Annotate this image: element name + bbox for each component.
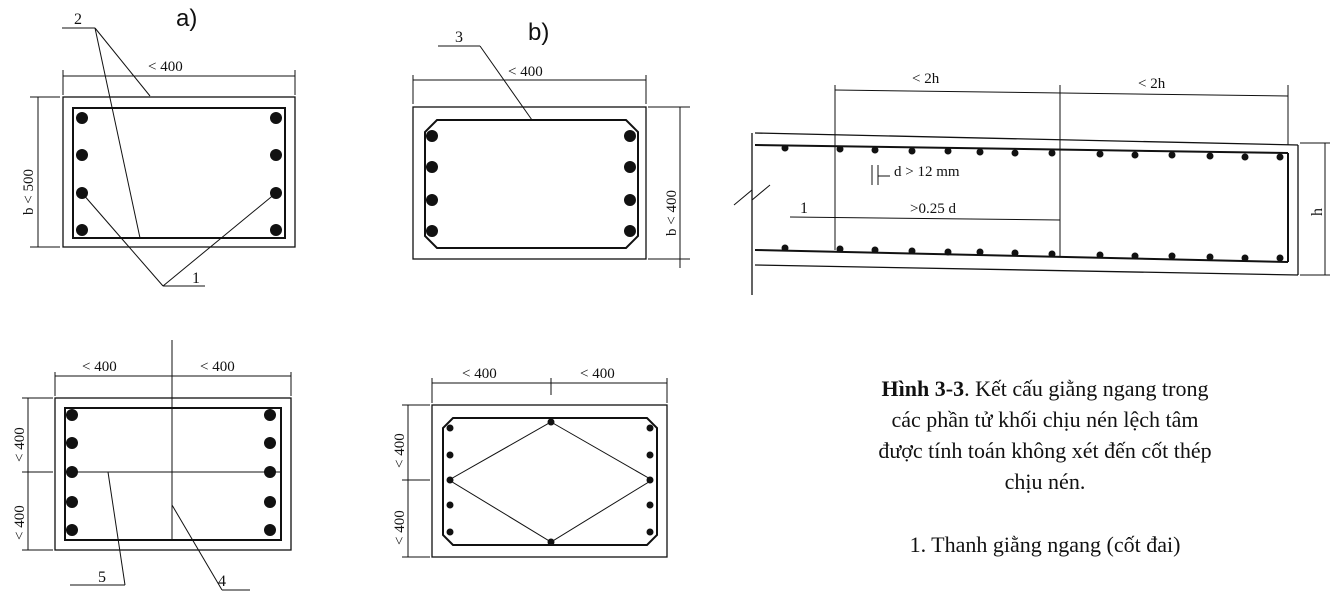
dim-right: < 400 bbox=[580, 366, 615, 382]
dim-bottom: < 400 bbox=[392, 510, 408, 545]
rebar bbox=[76, 224, 88, 236]
rebar bbox=[270, 224, 282, 236]
label-5: 5 bbox=[98, 569, 106, 586]
dim-top: < 400 bbox=[508, 64, 543, 80]
dim-top: < 400 bbox=[148, 59, 183, 75]
section-outline bbox=[431, 404, 668, 558]
dim-b400: b < 400 bbox=[664, 190, 680, 236]
dim-b500: b < 500 bbox=[21, 169, 37, 215]
label-1-elev: 1 bbox=[800, 200, 808, 217]
rebar bbox=[76, 112, 88, 124]
caption-legend: 1. Thanh giằng ngang (cốt đai) bbox=[909, 532, 1181, 557]
section-outline bbox=[412, 106, 647, 260]
dim-h: h bbox=[1309, 208, 1326, 216]
section-b-top: b) < 400 b < 400 3 bbox=[412, 19, 690, 268]
dim-right: < 400 bbox=[200, 359, 235, 375]
label-2: 2 bbox=[74, 11, 82, 28]
dim-top: < 400 bbox=[12, 427, 28, 462]
label-a: a) bbox=[176, 5, 197, 32]
rebar bbox=[624, 161, 636, 173]
section-outline bbox=[62, 96, 296, 248]
caption-line4: chịu nén. bbox=[1004, 469, 1086, 494]
section-a-top: a) < 400 b < 500 2 1 bbox=[21, 5, 296, 287]
label-b: b) bbox=[528, 19, 549, 46]
label-1: 1 bbox=[192, 270, 200, 287]
dim-top: < 400 bbox=[392, 433, 408, 468]
section-outline bbox=[54, 397, 292, 551]
rebar bbox=[624, 225, 636, 237]
caption-line3: được tính toán không xét đến cốt thép bbox=[878, 438, 1212, 463]
rebar bbox=[270, 112, 282, 124]
rebar bbox=[426, 194, 438, 206]
rebar bbox=[76, 149, 88, 161]
rebar bbox=[426, 130, 438, 142]
rebar bbox=[624, 194, 636, 206]
stirrup bbox=[64, 407, 282, 541]
dim-bottom: < 400 bbox=[12, 505, 28, 540]
dim-025d: >0.25 d bbox=[910, 201, 956, 217]
label-3: 3 bbox=[455, 29, 463, 46]
stirrup bbox=[424, 119, 639, 249]
caption-line2: các phần tử khối chịu nén lệch tâm bbox=[891, 407, 1199, 432]
rebar bbox=[426, 225, 438, 237]
section-b-bottom: < 400 < 400 < 400 < 400 bbox=[392, 366, 668, 558]
dim-d12: d > 12 mm bbox=[894, 164, 960, 180]
rebar bbox=[270, 149, 282, 161]
rebar bbox=[426, 161, 438, 173]
caption-line1: . Kết cấu giằng ngang trong bbox=[964, 376, 1209, 401]
figure-caption: Hình 3-3. Kết cấu giằng ngang trong các … bbox=[790, 373, 1300, 497]
dim-2h-left: < 2h bbox=[912, 71, 940, 87]
stirrup bbox=[72, 107, 286, 239]
dim-2h-right: < 2h bbox=[1138, 76, 1166, 92]
rebar bbox=[624, 130, 636, 142]
section-a-bottom: < 400 < 400 < 400 < 400 5 4 bbox=[12, 340, 292, 591]
stirrup bbox=[442, 417, 658, 546]
diamond-tie bbox=[448, 421, 653, 543]
label-4: 4 bbox=[218, 573, 226, 590]
dim-left: < 400 bbox=[462, 366, 497, 382]
caption-heading: Hình 3-3 bbox=[881, 376, 965, 401]
dim-left: < 400 bbox=[82, 359, 117, 375]
column-elevation: < 2h < 2h bbox=[733, 71, 1330, 295]
